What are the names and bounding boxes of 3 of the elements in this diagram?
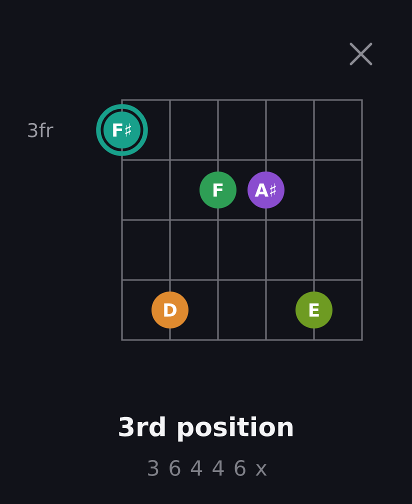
fingering-label: 3 6 4 4 6 x (148, 460, 267, 476)
title: 3rd position (119, 416, 293, 442)
fret-label: 3fr (28, 122, 54, 138)
